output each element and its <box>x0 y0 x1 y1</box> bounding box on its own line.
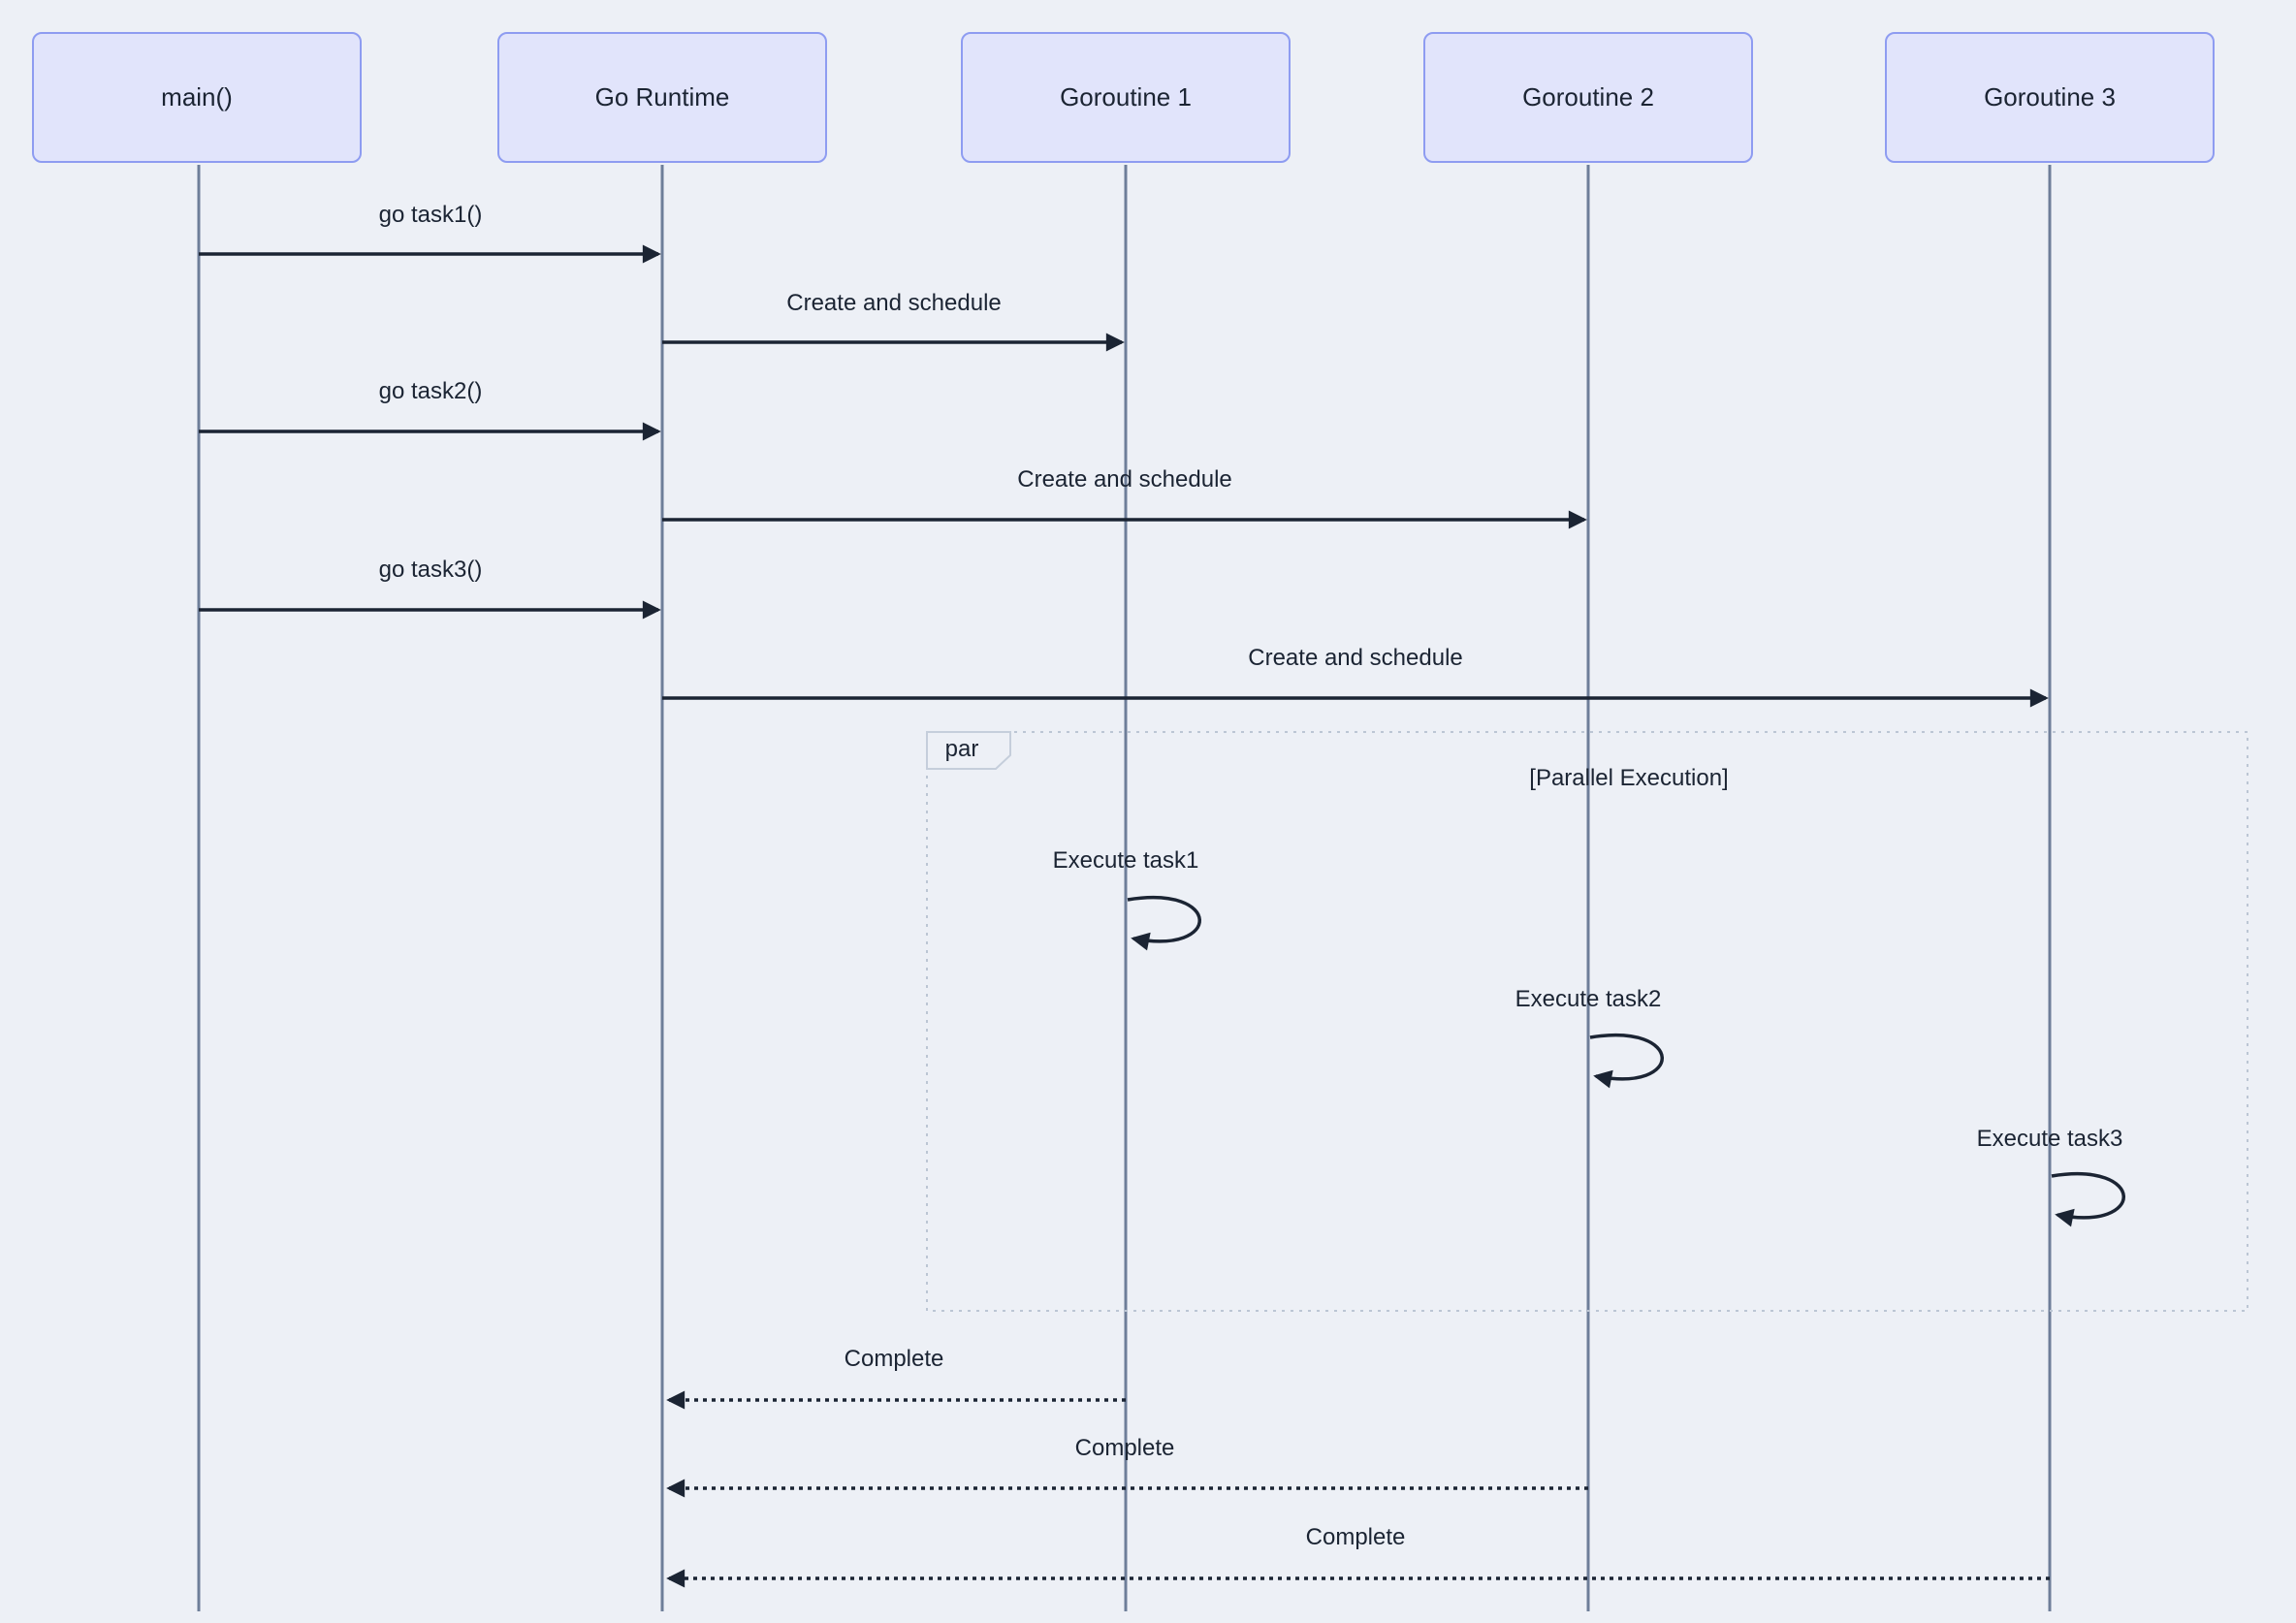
actor-label: Goroutine 1 <box>1060 82 1192 111</box>
par-frame <box>926 731 2248 1312</box>
message-label-complete-1: Complete <box>844 1346 944 1372</box>
message-label-complete-2: Complete <box>1074 1435 1175 1461</box>
self-loop-arrow-execute-task3 <box>2051 1172 2125 1227</box>
message-label-go-task2: go task2() <box>378 378 483 404</box>
message-label-execute-task2: Execute task2 <box>1515 986 1662 1012</box>
message-label-create-schedule-2: Create and schedule <box>1017 466 1232 493</box>
message-label-complete-3: Complete <box>1305 1524 1406 1550</box>
actor-label: Goroutine 2 <box>1522 82 1654 111</box>
message-label-execute-task1: Execute task1 <box>1052 847 1199 874</box>
message-label-go-task3: go task3() <box>378 557 483 583</box>
actor-box-goroutine-2: Goroutine 2 <box>1423 32 1753 163</box>
par-tag: par <box>944 736 979 762</box>
actor-label: main() <box>161 82 233 111</box>
message-label-execute-task3: Execute task3 <box>1976 1126 2123 1152</box>
actor-box-goroutine-1: Goroutine 1 <box>961 32 1291 163</box>
actor-label: Go Runtime <box>594 82 730 111</box>
message-label-go-task1: go task1() <box>378 202 483 228</box>
self-loop-arrow-execute-task1 <box>1127 896 1201 951</box>
actor-box-goroutine-3: Goroutine 3 <box>1885 32 2215 163</box>
actor-box-go-runtime: Go Runtime <box>497 32 827 163</box>
par-condition-label: [Parallel Execution] <box>1529 765 1729 791</box>
actor-label: Goroutine 3 <box>1984 82 2116 111</box>
message-label-create-schedule-1: Create and schedule <box>786 290 1002 316</box>
self-loop-arrow-execute-task2 <box>1589 1034 1664 1089</box>
actor-box-main: main() <box>32 32 362 163</box>
par-label-tab <box>926 731 1011 770</box>
message-label-create-schedule-3: Create and schedule <box>1248 645 1463 671</box>
